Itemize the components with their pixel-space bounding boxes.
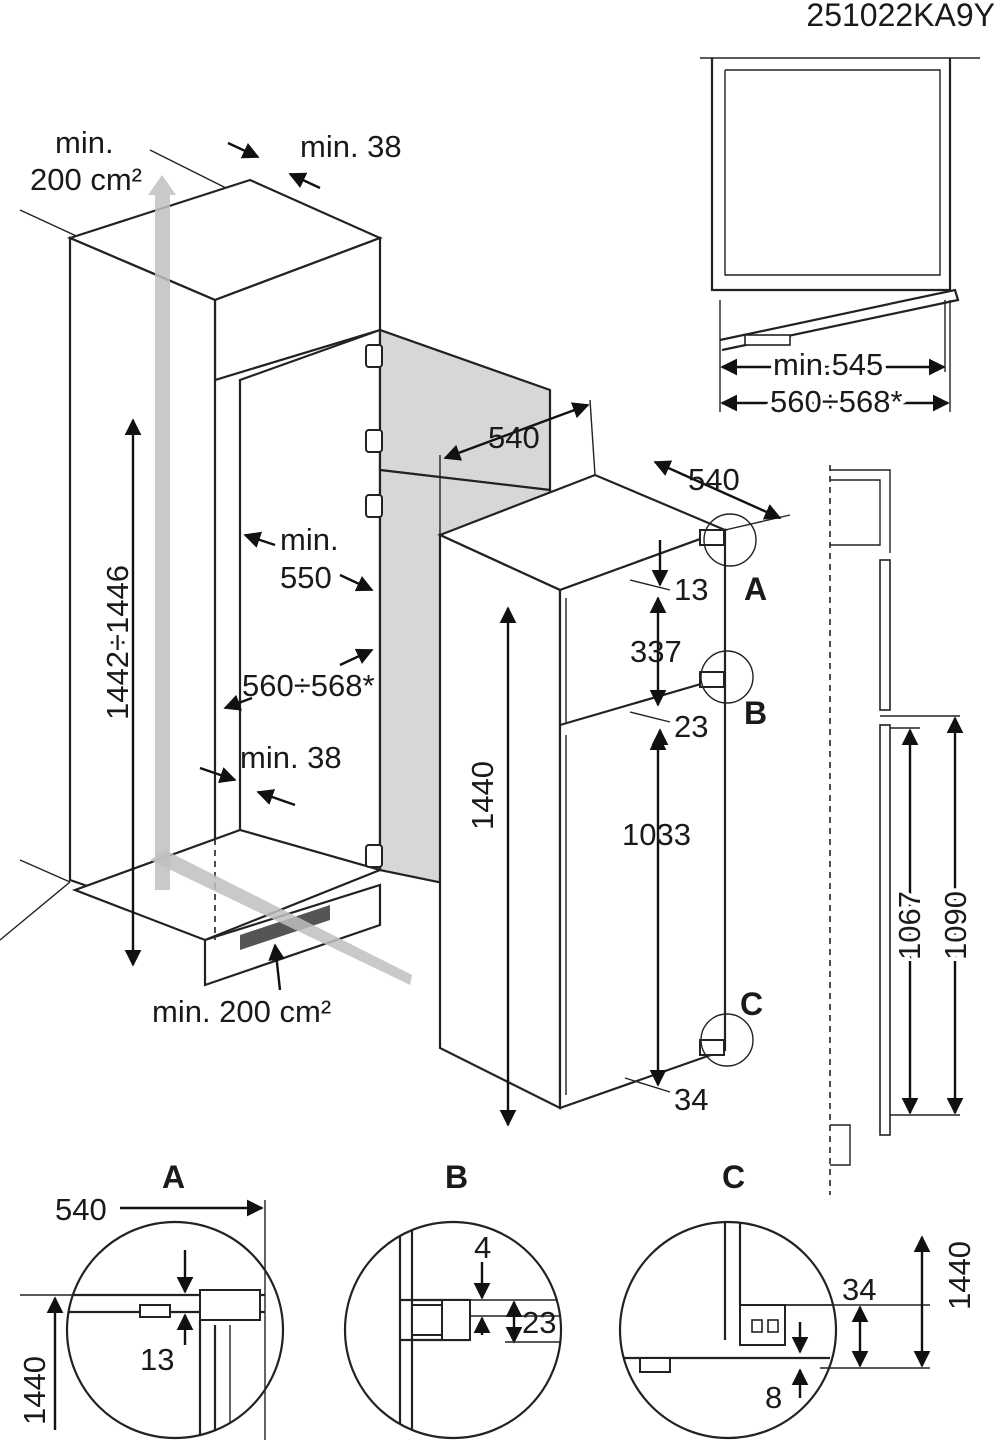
vent-bottom-label: min. 200 cm² [152,994,331,1029]
airflow-in-arrow [150,850,412,985]
vent-top-label-line1: min. [55,125,114,160]
vent-top-label-line2: 200 cm² [30,162,142,197]
side-1067-label: 1067 [892,891,927,960]
detail-tag-b: B [744,695,767,731]
door-hinge-icon [365,344,383,868]
detail-a-offset-label: 13 [140,1342,174,1377]
airflow-up-arrow [148,175,176,890]
detail-tag-c: C [740,986,763,1022]
detail-marker-b [700,650,754,704]
hinge-b-offset-label: 23 [674,709,708,744]
side-1090-label: 1090 [938,891,973,960]
hinge-a-offset-label: 13 [674,572,708,607]
detail-c-gap-label: 8 [765,1380,782,1415]
niche-depth-label-line2: 550 [280,560,332,595]
detail-a-title: A [162,1159,185,1195]
plan-range-label: 560÷568* [770,384,903,419]
detail-c-title: C [722,1159,745,1195]
hinge-c-offset-label: 34 [674,1082,708,1117]
unit-width-label: 540 [488,420,540,455]
lower-door-label: 1033 [622,817,691,852]
detail-b-offset-label: 23 [522,1305,556,1340]
door-gap-label: 337 [630,634,682,669]
plan-min-label: min.545 [773,347,883,382]
side-elevation [829,465,960,1195]
detail-c-offset-label: 34 [842,1272,876,1307]
detail-b-gap-label: 4 [474,1230,491,1265]
detail-c-height-label: 1440 [942,1241,977,1310]
detail-tag-a: A [744,571,767,607]
niche-width-label: 560÷568* [242,668,375,703]
bottom-gap-label: min. 38 [240,740,342,775]
detail-a-height-label: 1440 [17,1356,52,1425]
unit-depth-label: 540 [688,462,740,497]
detail-marker-c [700,1013,754,1067]
detail-c [618,1220,930,1440]
detail-b [343,1220,563,1440]
detail-a-width-label: 540 [55,1192,107,1227]
detail-a [20,1200,285,1440]
niche-height-label: 1442÷1446 [100,565,135,720]
plan-view [700,57,980,412]
document-code: 251022KA9Y [806,0,995,33]
niche-depth-label-line1: min. [280,522,339,557]
detail-b-title: B [445,1159,468,1195]
top-gap-label: min. 38 [300,129,402,164]
unit-height-label: 1440 [465,761,500,830]
